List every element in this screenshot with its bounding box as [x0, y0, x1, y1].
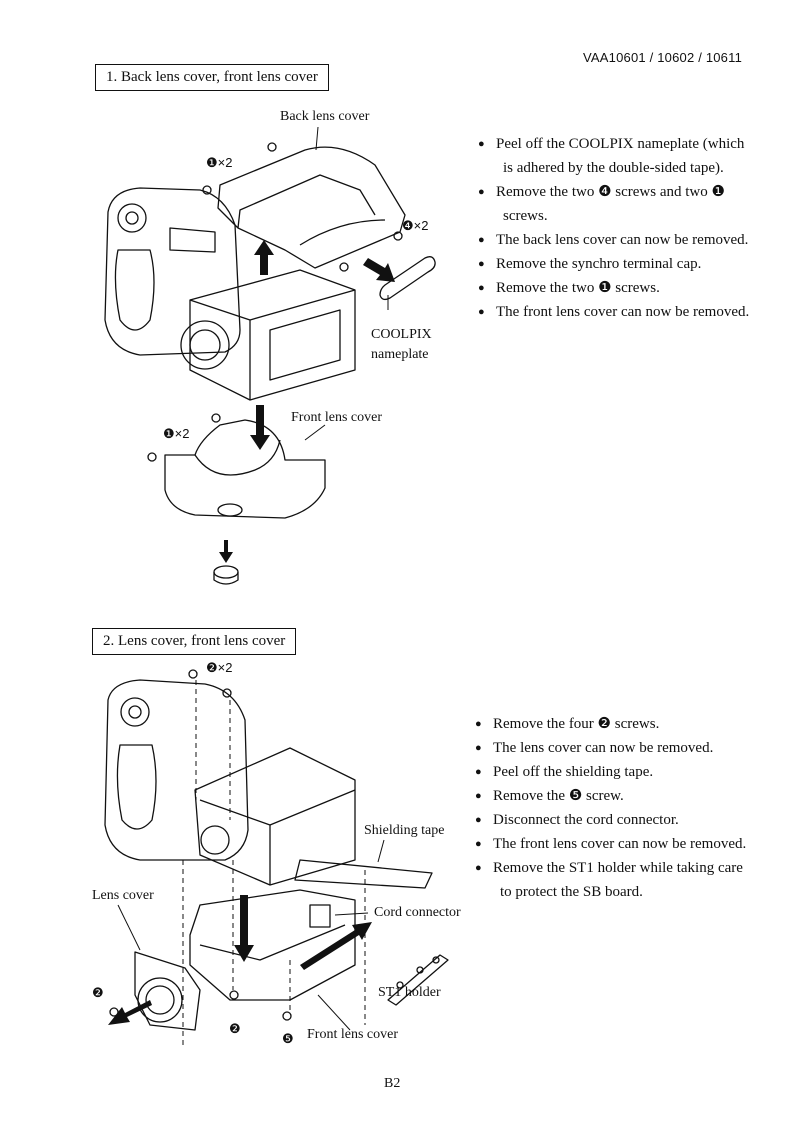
label-lens-cover: Lens cover: [92, 888, 154, 903]
step-1-3: Remove the two ❹ screws and two ❶: [478, 181, 778, 203]
arrow-left-1: [108, 1000, 152, 1025]
front-lens-cover-part: [164, 419, 326, 519]
step-1-7: Remove the two ❶ screws.: [478, 277, 778, 299]
label-cord-connector: Cord connector: [374, 905, 461, 920]
step-2-4: Remove the ❺ screw.: [475, 785, 775, 807]
step-1-6: Remove the synchro terminal cap.: [478, 253, 778, 275]
step-1-2: is adhered by the double-sided tape).: [503, 160, 724, 176]
label-nameplate: nameplate: [371, 347, 429, 362]
camera-body-1: [104, 187, 241, 356]
section-1-steps: Peel off the COOLPIX nameplate (which is…: [478, 133, 778, 325]
label-screw-4-x2: ❹×2: [402, 218, 429, 233]
label-back-lens-cover: Back lens cover: [280, 109, 370, 124]
step-2-7: Remove the ST1 holder while taking care: [475, 857, 775, 879]
label-st1-holder: ST1 holder: [378, 985, 441, 1000]
lens-cover-part: [134, 951, 201, 1031]
step-2-3: Peel off the shielding tape.: [475, 761, 775, 783]
step-1-5: The back lens cover can now be removed.: [478, 229, 778, 251]
label-screw-1-x2-top: ❶×2: [206, 155, 233, 170]
arrow-up-1: [254, 240, 274, 275]
step-2-2: The lens cover can now be removed.: [475, 737, 775, 759]
step-1-4: screws.: [503, 208, 548, 224]
arrow-down-3: [234, 895, 254, 962]
arrow-right-1: [363, 258, 395, 282]
page-number: B2: [384, 1076, 401, 1091]
section-2-title: 2. Lens cover, front lens cover: [92, 628, 297, 655]
lens-assembly-2: [194, 747, 356, 886]
back-lens-cover-part: [217, 146, 406, 269]
document-id: VAA10601 / 10602 / 10611: [583, 50, 743, 65]
step-2-5: Disconnect the cord connector.: [475, 809, 775, 831]
label-shielding-tape: Shielding tape: [364, 823, 445, 838]
label-screw-2-x2: ❷×2: [206, 660, 233, 675]
label-front-lens-cover-1: Front lens cover: [291, 410, 382, 425]
screws-2: [109, 669, 292, 1021]
step-2-6: The front lens cover can now be removed.: [475, 833, 775, 855]
label-screw-2-left: ❷: [92, 985, 104, 1000]
label-screw-1-x2-bottom: ❶×2: [163, 426, 190, 441]
step-1-1: Peel off the COOLPIX nameplate (which: [478, 133, 778, 155]
arrow-down-2: [219, 540, 233, 563]
label-coolpix: COOLPIX: [371, 327, 432, 342]
arrow-right-2: [300, 922, 372, 970]
step-2-1: Remove the four ❷ screws.: [475, 713, 775, 735]
screws-1: [147, 142, 403, 462]
arrow-down-1: [250, 405, 270, 450]
section-2-steps: Remove the four ❷ screws. The lens cover…: [475, 713, 775, 905]
camera-body-2: [104, 679, 249, 861]
label-screw-2-bottom: ❷: [229, 1021, 241, 1036]
lens-assembly-1: [189, 269, 356, 401]
step-2-8: to protect the SB board.: [500, 884, 643, 900]
shielding-tape-part: [294, 859, 433, 889]
section-1-title: 1. Back lens cover, front lens cover: [95, 64, 329, 91]
coolpix-nameplate-part: [379, 256, 436, 301]
label-front-lens-cover-2: Front lens cover: [307, 1027, 398, 1042]
label-screw-5: ❺: [282, 1031, 294, 1046]
step-1-8: The front lens cover can now be removed.: [478, 301, 778, 323]
